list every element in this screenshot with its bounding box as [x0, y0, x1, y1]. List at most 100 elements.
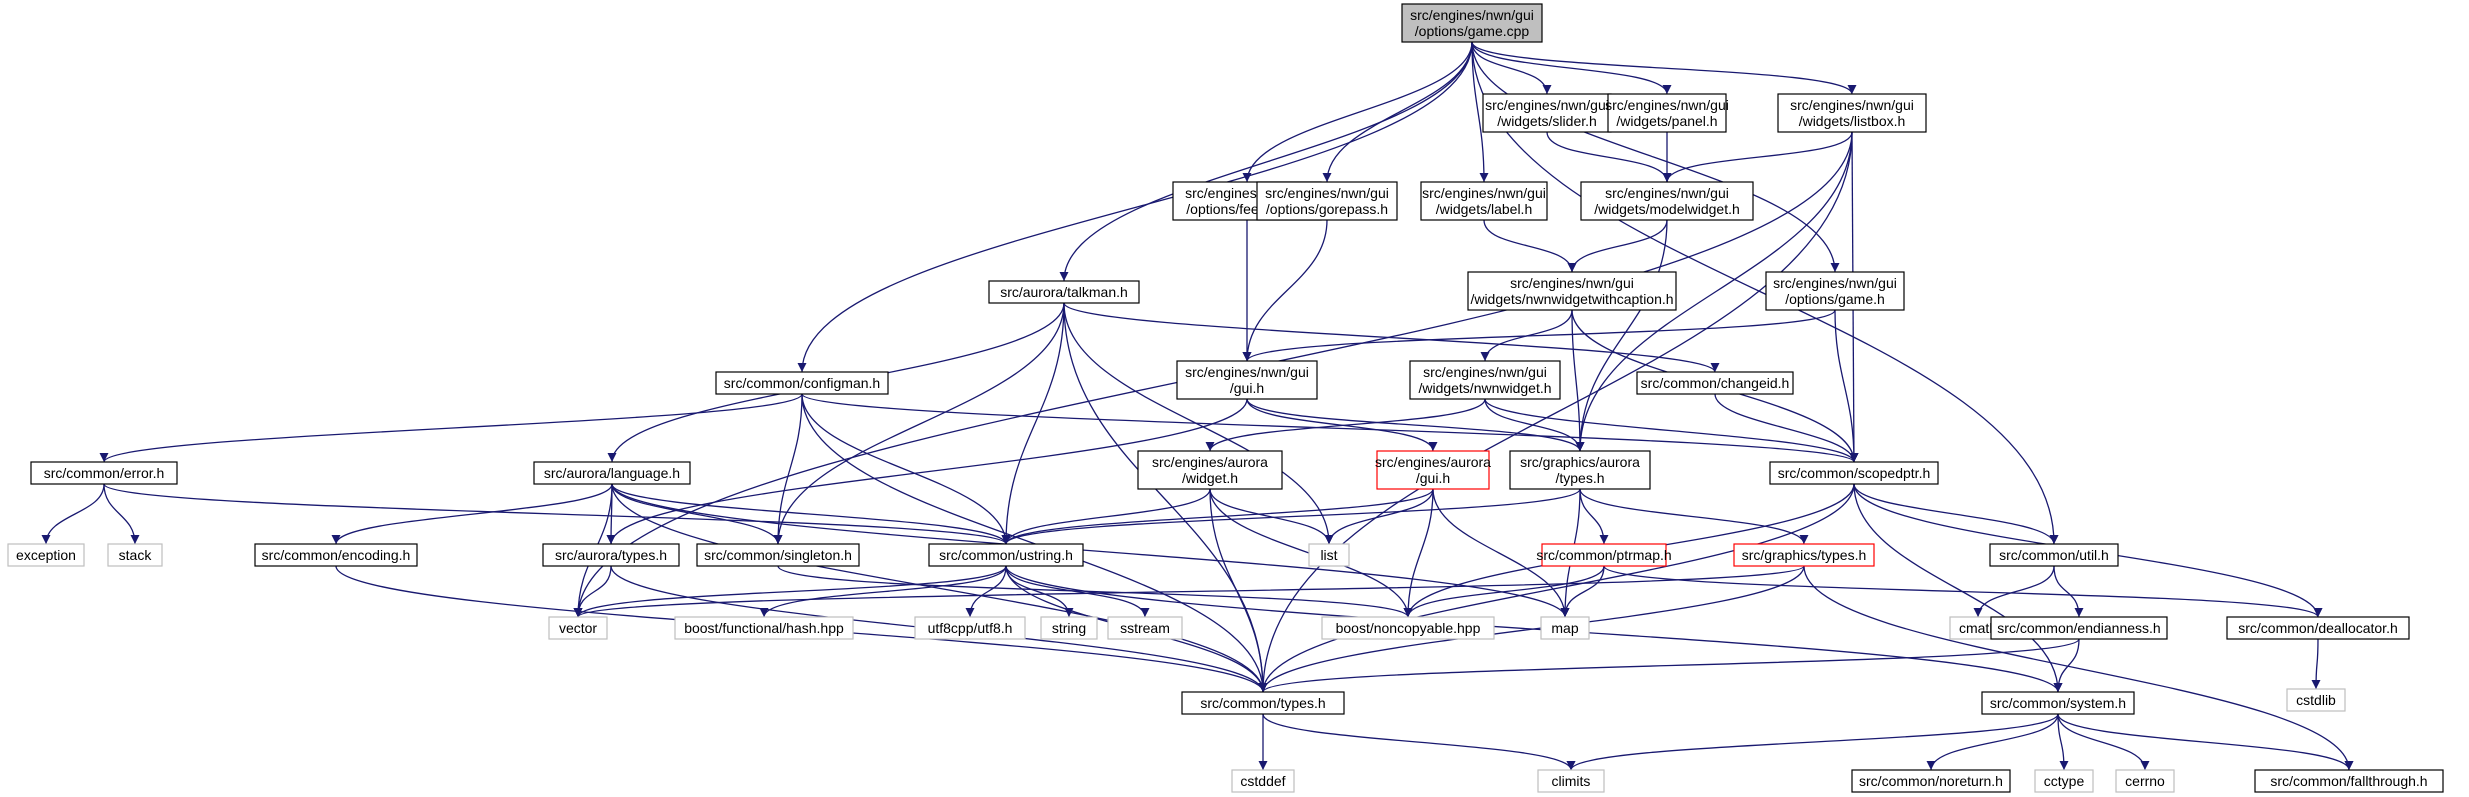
node-endianness[interactable]: src/common/endianness.h — [1990, 616, 2168, 640]
edge-aurora_gui-to-map — [1432, 488, 1570, 618]
edge-modelwidget-to-graphics_aurora_types — [1575, 219, 1668, 452]
node-box — [1990, 616, 2168, 640]
node-graphics_types[interactable]: src/graphics/types.h — [1733, 543, 1875, 567]
node-configman[interactable]: src/common/configman.h — [715, 371, 889, 395]
edge-talkman-to-changeid — [1063, 302, 1720, 373]
node-system[interactable]: src/common/system.h — [1981, 691, 2135, 715]
edge-game_cpp-to-talkman — [1059, 41, 1473, 282]
node-string: string — [1040, 616, 1098, 640]
edge-game_cpp-to-panel — [1471, 41, 1672, 95]
edge-configman-to-ustring — [801, 393, 1011, 545]
node-label: src/engines/nwn/gui — [1773, 275, 1897, 291]
node-noreturn[interactable]: src/common/noreturn.h — [1851, 769, 2011, 793]
node-label: src/common/singleton.h — [704, 547, 852, 563]
edge-language-to-ustring — [611, 483, 1011, 545]
node-options_game_h[interactable]: src/engines/nwn/gui/options/game.h — [1765, 271, 1905, 311]
node-ptrmap[interactable]: src/common/ptrmap.h — [1536, 543, 1672, 567]
node-label: src/engines/nwn/gui — [1605, 97, 1729, 113]
node-scopedptr[interactable]: src/common/scopedptr.h — [1769, 461, 1939, 485]
edge-ustring-to-vector — [573, 565, 1007, 618]
node-list: list — [1308, 543, 1350, 567]
node-panel[interactable]: src/engines/nwn/gui/widgets/panel.h — [1605, 93, 1729, 133]
edge-ptrmap-to-deallocator — [1603, 565, 2323, 618]
edge-configman-to-scopedptr — [801, 393, 1859, 463]
edge-game_cpp-to-gorepass — [1322, 41, 1473, 183]
node-graphics_aurora_types[interactable]: src/graphics/aurora/types.h — [1509, 450, 1651, 490]
node-language[interactable]: src/aurora/language.h — [533, 461, 691, 485]
node-label: /widgets/modelwidget.h — [1594, 201, 1740, 217]
node-aurora_gui[interactable]: src/engines/aurora/gui.h — [1375, 450, 1491, 490]
edge-nwncaption-to-graphics_aurora_types — [1571, 309, 1585, 452]
node-deallocator[interactable]: src/common/deallocator.h — [2226, 616, 2410, 640]
node-modelwidget[interactable]: src/engines/nwn/gui/widgets/modelwidget.… — [1580, 181, 1754, 221]
node-box — [2286, 688, 2346, 712]
node-encoding[interactable]: src/common/encoding.h — [254, 543, 418, 567]
edge-options_game_h-to-nwn_gui_h — [1242, 309, 1836, 362]
edge-game_cpp-to-feedback — [1242, 41, 1473, 183]
node-ustring[interactable]: src/common/ustring.h — [928, 543, 1084, 567]
node-error[interactable]: src/common/error.h — [30, 461, 178, 485]
node-label: src/aurora/language.h — [544, 465, 680, 481]
node-label: src/engines/aurora — [1375, 454, 1491, 470]
node-nwnwidget[interactable]: src/engines/nwn/gui/widgets/nwnwidget.h — [1409, 360, 1561, 400]
node-label: /options/game.cpp — [1415, 23, 1530, 39]
edge-endianness-to-common_types — [1258, 638, 2080, 693]
node-box — [1040, 616, 1098, 640]
node-label: src/common/ustring.h — [939, 547, 1073, 563]
node-label: /options/gorepass.h — [1266, 201, 1388, 217]
edge-nwn_gui_h-to-graphics_aurora_types — [1246, 398, 1585, 452]
edge-nwnwidget-to-aurora_widget — [1205, 398, 1486, 452]
node-label[interactable]: src/engines/nwn/gui/widgets/label.h — [1420, 181, 1548, 221]
node-label: sstream — [1120, 620, 1170, 636]
node-box — [1765, 271, 1905, 311]
node-gorepass[interactable]: src/engines/nwn/gui/options/gorepass.h — [1256, 181, 1398, 221]
node-label: /widget.h — [1182, 470, 1238, 486]
node-listbox[interactable]: src/engines/nwn/gui/widgets/listbox.h — [1777, 93, 1927, 133]
node-label: src/aurora/talkman.h — [1000, 284, 1128, 300]
edge-configman-to-singleton — [773, 393, 803, 545]
node-label: /widgets/listbox.h — [1799, 113, 1906, 129]
node-common_types[interactable]: src/common/types.h — [1181, 691, 1345, 715]
node-cerrno: cerrno — [2115, 769, 2175, 793]
node-label: /widgets/nwnwidgetwithcaption.h — [1470, 291, 1673, 307]
node-box — [1537, 769, 1605, 793]
node-label: utf8cpp/utf8.h — [928, 620, 1013, 636]
edge-configman-to-error — [99, 393, 803, 463]
edge-util-to-cmath — [1973, 565, 2055, 618]
node-label: cctype — [2044, 773, 2085, 789]
edge-changeid-to-scopedptr — [1714, 393, 1859, 463]
node-box — [548, 616, 608, 640]
node-label: src/common/noreturn.h — [1859, 773, 2003, 789]
node-box — [1176, 360, 1318, 400]
node-game_cpp[interactable]: src/engines/nwn/gui/options/game.cpp — [1401, 3, 1543, 43]
node-talkman[interactable]: src/aurora/talkman.h — [988, 280, 1140, 304]
node-changeid[interactable]: src/common/changeid.h — [1636, 371, 1794, 395]
node-label: src/engines/nwn/gui — [1423, 364, 1547, 380]
edge-language-to-map — [611, 483, 1570, 618]
edge-ustring-to-hash — [759, 565, 1007, 618]
edge-scopedptr-to-system — [1853, 483, 2063, 693]
node-singleton[interactable]: src/common/singleton.h — [696, 543, 860, 567]
node-box — [914, 616, 1026, 640]
node-box — [1981, 691, 2135, 715]
node-box — [2226, 616, 2410, 640]
edge-graphics_aurora_types-to-graphics_types — [1579, 488, 1809, 545]
edge-common_types-to-climits — [1262, 713, 1576, 771]
node-nwncaption[interactable]: src/engines/nwn/gui/widgets/nwnwidgetwit… — [1467, 271, 1677, 311]
edge-configman-to-common_types — [801, 393, 1268, 693]
node-nwn_gui_h[interactable]: src/engines/nwn/gui/gui.h — [1176, 360, 1318, 400]
node-slider[interactable]: src/engines/nwn/gui/widgets/slider.h — [1482, 93, 1612, 133]
node-aurora_widget[interactable]: src/engines/aurora/widget.h — [1137, 450, 1283, 490]
edge-aurora_gui-to-noncopyable — [1403, 488, 1434, 618]
node-aurora_types[interactable]: src/aurora/types.h — [542, 543, 680, 567]
node-fallthrough[interactable]: src/common/fallthrough.h — [2254, 769, 2444, 793]
node-label: src/engines/nwn/gui — [1422, 185, 1546, 201]
node-label: src/common/error.h — [44, 465, 165, 481]
node-util[interactable]: src/common/util.h — [1989, 543, 2119, 567]
edge-nwnwidget-to-scopedptr — [1484, 398, 1859, 463]
edge-endianness-to-system — [2053, 638, 2080, 693]
edge-system-to-noreturn — [1926, 713, 2059, 771]
node-noncopyable: boost/noncopyable.hpp — [1321, 616, 1495, 640]
node-cctype: cctype — [2034, 769, 2094, 793]
node-label: /options/game.h — [1785, 291, 1885, 307]
